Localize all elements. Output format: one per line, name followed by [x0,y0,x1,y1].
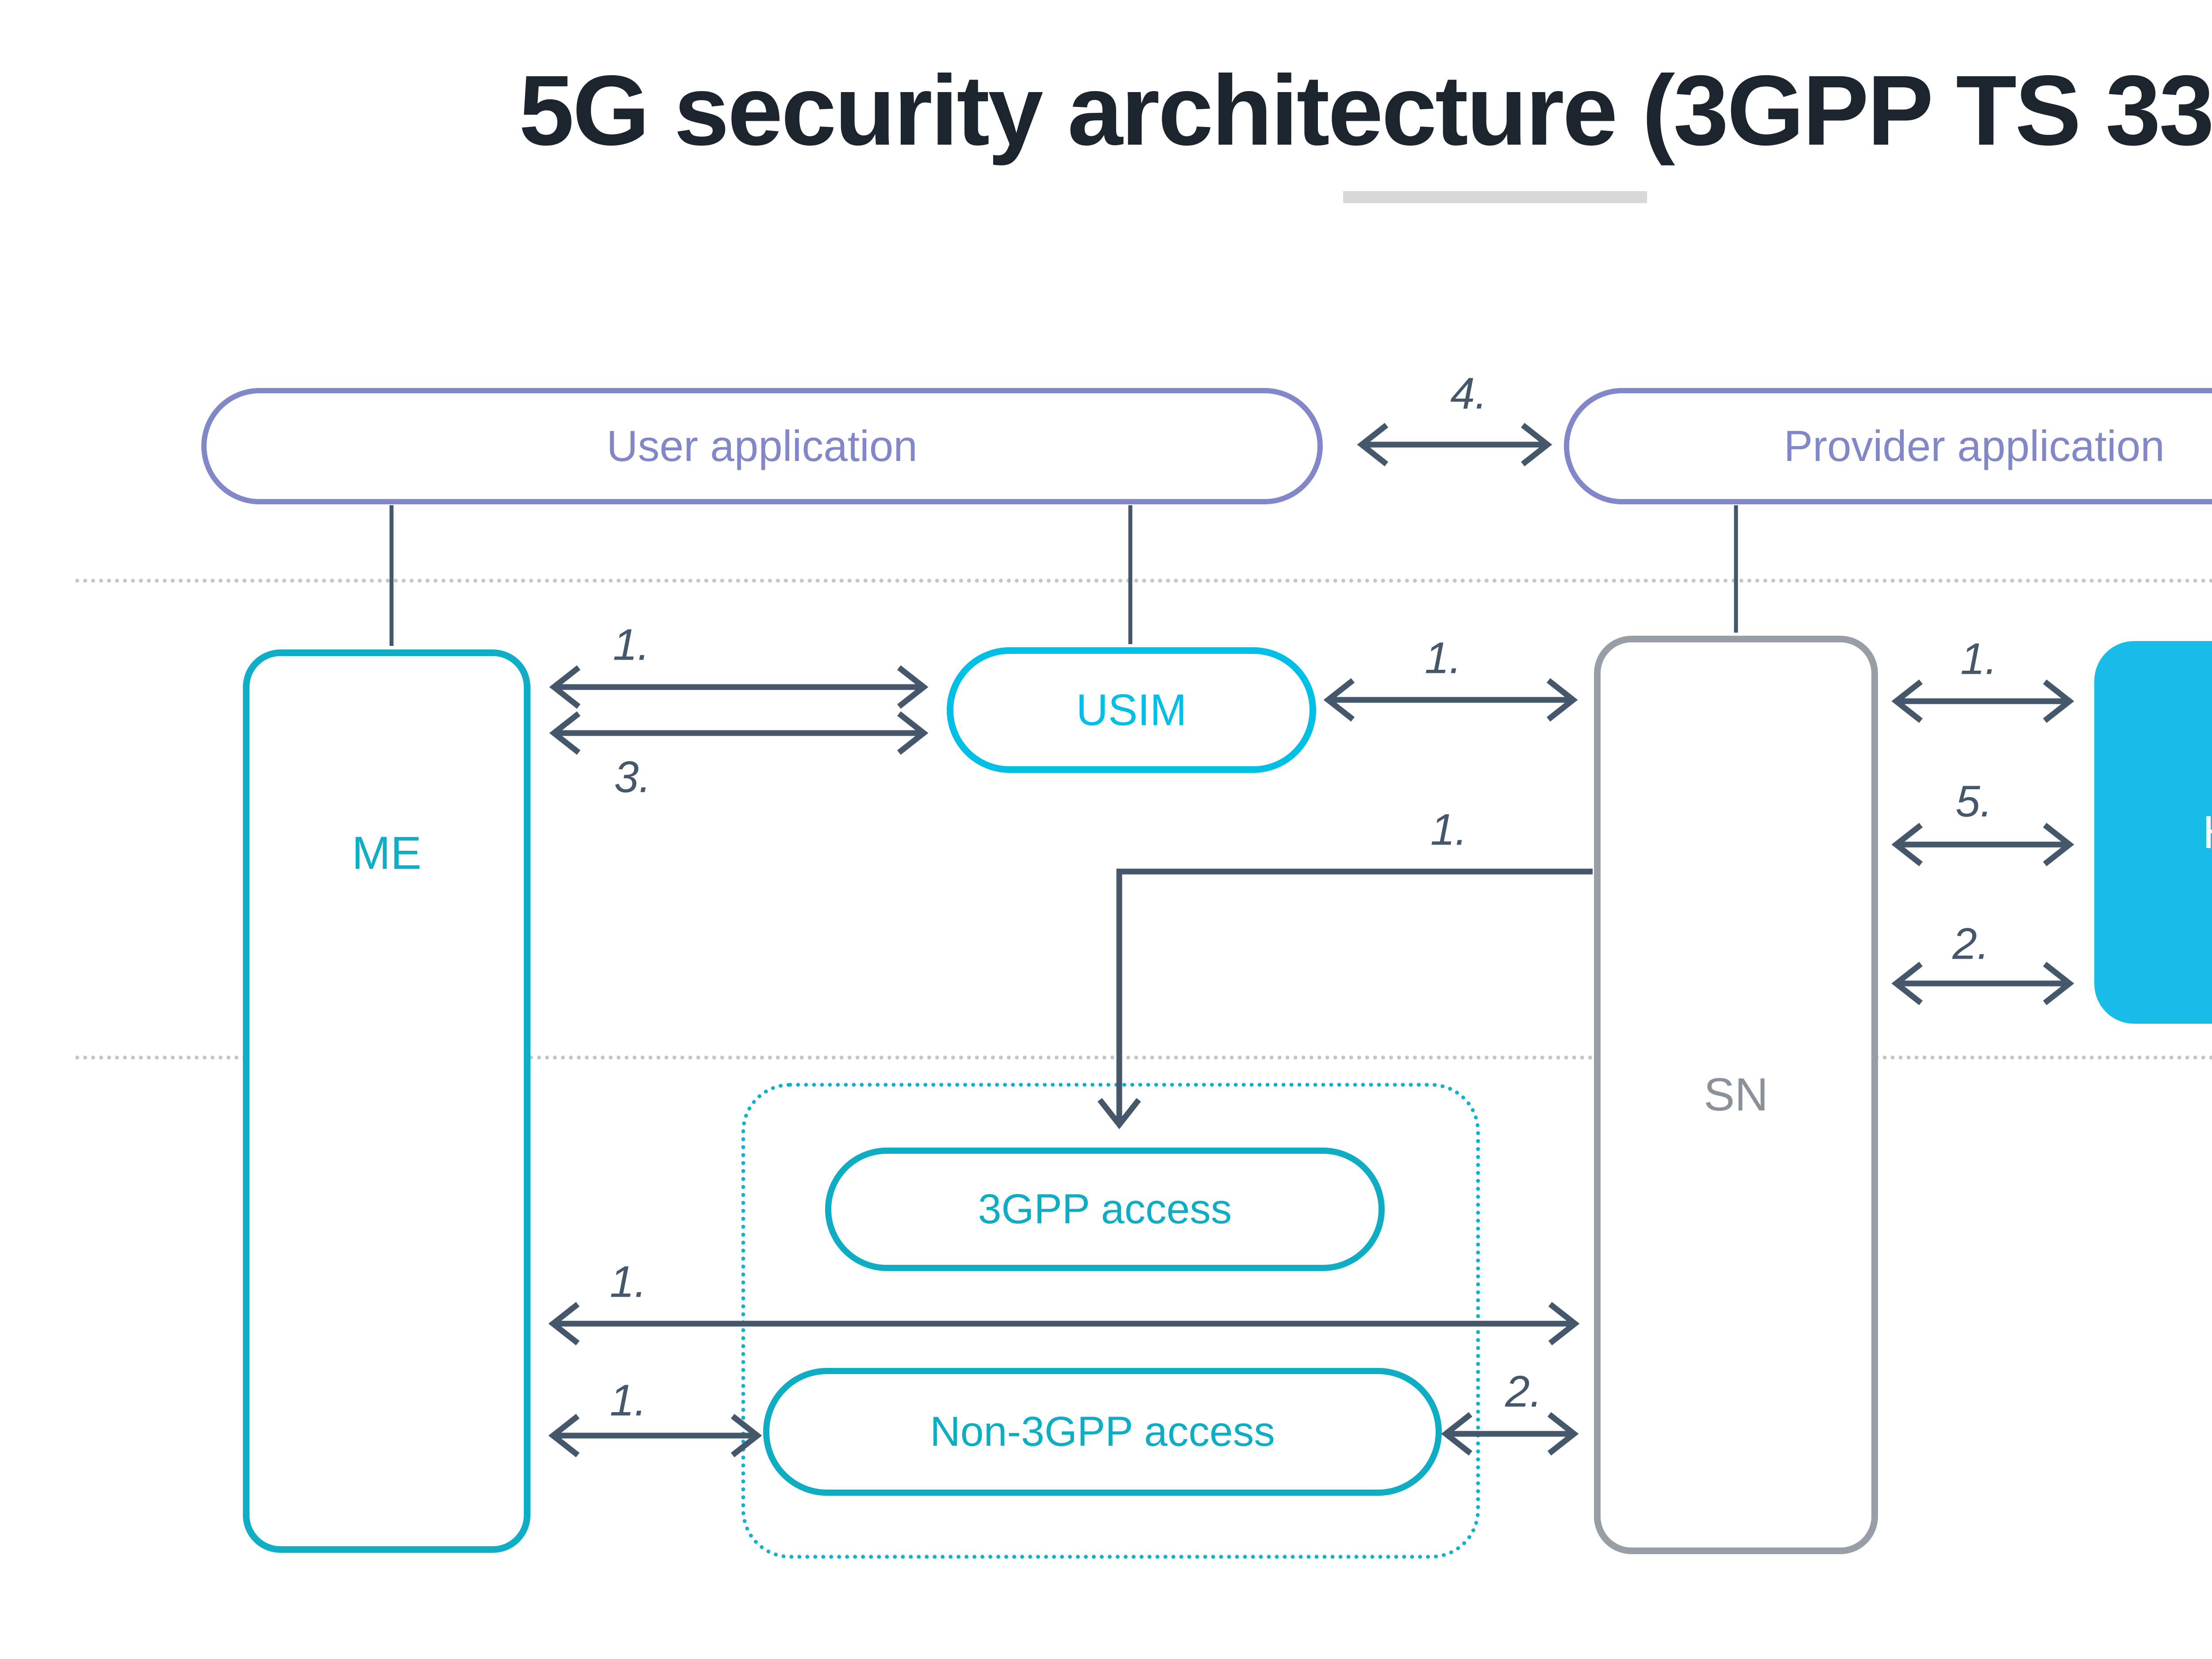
arrow-label-1-me-non3gpp: 1. [610,1375,647,1425]
node-user-application-label: User application [607,422,918,470]
node-usim: USIM [947,647,1316,773]
node-non-3gpp-access: Non-3GPP access [763,1368,1442,1496]
node-sn: SN [1594,636,1878,1554]
node-provider-application: Provider application [1564,388,2212,504]
node-non-3gpp-access-label: Non-3GPP access [930,1408,1275,1455]
arrow-label-1-me-usim: 1. [613,620,650,670]
arrow-label-5-sn-he: 5. [1955,776,1993,826]
node-usim-label: USIM [1076,685,1187,735]
stratum-divider-application [75,579,2212,583]
node-3gpp-access-label: 3GPP access [978,1186,1232,1233]
arrow-label-1-branch: 1. [1430,805,1467,855]
arrow-label-2-sn-he: 2. [1952,919,1989,969]
node-he: HE [2094,641,2212,1024]
arrow-label-2-non3gpp-sn: 2. [1505,1367,1542,1417]
arrow-label-1-usim-sn: 1. [1425,633,1462,683]
arrow-label-1-me-sn: 1. [610,1257,647,1307]
node-sn-label: SN [1704,1069,1768,1121]
arrow-label-4: 4. [1450,369,1487,419]
arrow-label-1-sn-he: 1. [1960,634,1997,684]
node-user-application: User application [201,388,1323,504]
node-3gpp-access: 3GPP access [825,1148,1385,1271]
arrow-label-3-me-usim: 3. [614,752,651,802]
node-me-label: ME [352,827,422,879]
page-title: 5G security architecture (3GPP TS 33.501… [518,54,2212,166]
node-me: ME [243,649,530,1553]
node-provider-application-label: Provider application [1784,422,2165,470]
node-he-label: HE [2203,806,2212,859]
title-underline [1343,191,1647,203]
